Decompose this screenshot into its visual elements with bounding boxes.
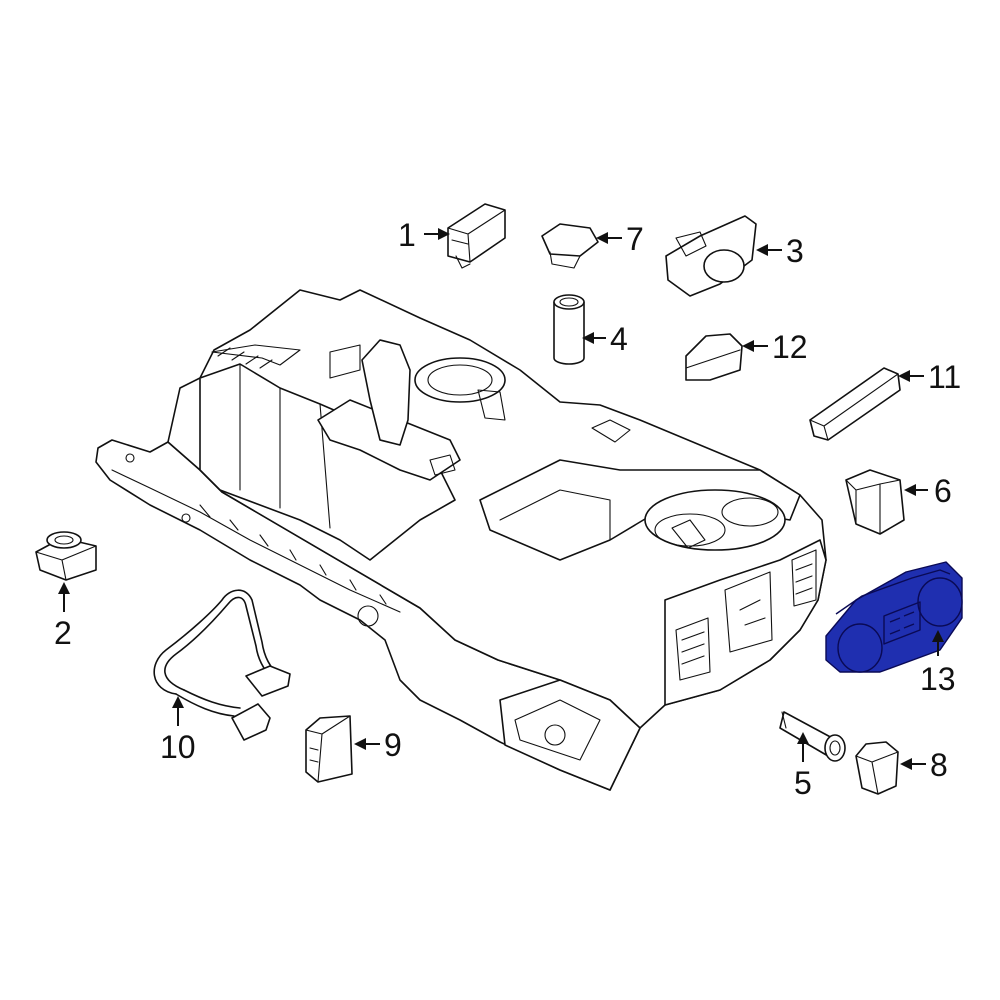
part-7-cap bbox=[541, 223, 599, 269]
callout-3: 3 bbox=[786, 233, 804, 269]
part-10-wire-harness bbox=[153, 589, 291, 741]
callout-10: 10 bbox=[160, 729, 196, 765]
part-11-trim-strip bbox=[809, 367, 901, 441]
callout-8: 8 bbox=[930, 747, 948, 783]
callout-leaders bbox=[58, 228, 944, 770]
part-8-cap bbox=[855, 741, 899, 795]
callout-9: 9 bbox=[384, 727, 402, 763]
part-9-module bbox=[305, 715, 353, 783]
callout-5: 5 bbox=[794, 765, 812, 801]
center-console-assembly bbox=[95, 289, 827, 791]
callout-6: 6 bbox=[934, 473, 952, 509]
part-3-power-outlet-bezel bbox=[665, 215, 757, 297]
part-1-switch bbox=[447, 203, 506, 269]
callout-13: 13 bbox=[920, 661, 956, 697]
part-13-climate-control-panel bbox=[825, 561, 963, 673]
callout-1: 1 bbox=[398, 217, 416, 253]
part-6-switch bbox=[845, 469, 905, 535]
part-4-socket-sleeve bbox=[553, 294, 585, 365]
callout-11: 11 bbox=[928, 359, 961, 395]
part-5-socket bbox=[779, 711, 846, 762]
callout-2: 2 bbox=[54, 615, 72, 651]
callout-7: 7 bbox=[626, 221, 644, 257]
callout-4: 4 bbox=[610, 321, 628, 357]
callout-labels: 1 2 3 4 5 6 7 8 9 10 11 12 13 bbox=[54, 217, 961, 801]
callout-12: 12 bbox=[772, 329, 808, 365]
part-12-bracket bbox=[685, 333, 743, 381]
part-2-switch-base bbox=[35, 531, 97, 581]
